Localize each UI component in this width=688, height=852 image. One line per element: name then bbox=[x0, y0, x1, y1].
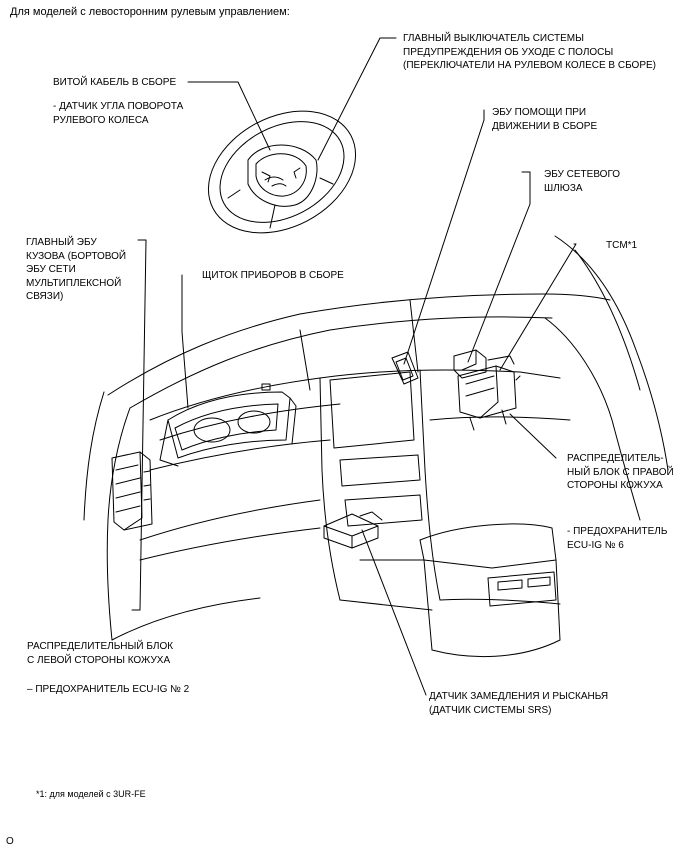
steering-angle-sensor-label: - ДАТЧИК УГЛА ПОВОРОТА РУЛЕВОГО КОЛЕСА bbox=[53, 101, 184, 126]
left-junction-block-label: РАСПРЕДЕЛИТЕЛЬНЫЙ БЛОК С ЛЕВОЙ СТОРОНЫ К… bbox=[27, 641, 174, 666]
center-console bbox=[340, 524, 560, 657]
yaw-sensor-art bbox=[324, 512, 382, 548]
fuse-ecu-ig-6-label: - ПРЕДОХРАНИТЕЛЬ ECU-IG № 6 bbox=[567, 526, 668, 551]
center-stack bbox=[320, 378, 340, 600]
tcm-label: TCM*1 bbox=[606, 240, 638, 251]
main-body-ecu-label: ГЛАВНЫЙ ЭБУ КУЗОВА (БОРТОВОЙ ЭБУ СЕТИ МУ… bbox=[26, 237, 127, 302]
right-modules-art bbox=[454, 350, 520, 430]
windshield-edge bbox=[108, 294, 610, 395]
left-door bbox=[107, 408, 130, 640]
footnote: *1: для моделей с 3UR-FE bbox=[36, 789, 146, 799]
driving-support-ecu-art bbox=[392, 352, 418, 384]
yaw-rate-sensor-label: ДАТЧИК ЗАМЕДЛЕНИЯ И РЫСКАНЬЯ (ДАТЧИК СИС… bbox=[429, 691, 609, 716]
right-pillar bbox=[555, 236, 668, 470]
instrument-cluster-art bbox=[160, 384, 296, 466]
driving-support-ecu-label: ЭБУ ПОМОЩИ ПРИ ДВИЖЕНИИ В СБОРЕ bbox=[492, 107, 598, 132]
spiral-cable-label: ВИТОЙ КАБЕЛЬ В СБОРЕ bbox=[53, 77, 177, 88]
right-junction-block-label: РАСПРЕДЕЛИТЕЛЬ- НЫЙ БЛОК С ПРАВОЙ СТОРОН… bbox=[567, 453, 674, 491]
page-title: Для моделей с левосторонним рулевым упра… bbox=[10, 6, 290, 18]
fuse-ecu-ig-2-label: – ПРЕДОХРАНИТЕЛЬ ECU-IG № 2 bbox=[27, 684, 190, 695]
gateway-ecu-label: ЭБУ СЕТЕВОГО ШЛЮЗА bbox=[544, 169, 621, 194]
steering-wheel bbox=[187, 87, 376, 257]
leader-lines bbox=[132, 38, 576, 695]
figure-code: O bbox=[6, 836, 14, 847]
lane-departure-switch-label: ГЛАВНЫЙ ВЫКЛЮЧАТЕЛЬ СИСТЕМЫ ПРЕДУПРЕЖДЕН… bbox=[403, 33, 656, 71]
main-body-ecu-art bbox=[112, 452, 152, 530]
instrument-cluster-label: ЩИТОК ПРИБОРОВ В СБОРЕ bbox=[202, 270, 344, 281]
